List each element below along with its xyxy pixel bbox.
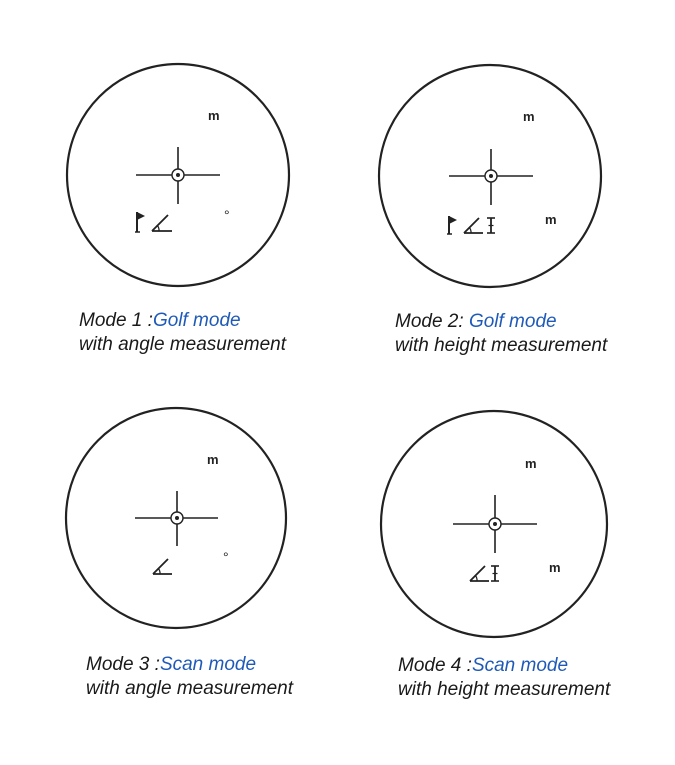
crosshair-icon — [449, 149, 533, 205]
mode-label: Mode 2: — [395, 311, 469, 332]
mode-name: Scan mode — [471, 655, 569, 676]
crosshair-icon — [136, 147, 220, 204]
mode-label: Mode 1 : — [79, 310, 153, 331]
mode-1-scope-display: m ° — [65, 62, 291, 288]
height-icon — [487, 217, 495, 234]
height-icon — [491, 565, 499, 582]
degree-symbol: ° — [224, 207, 230, 223]
degree-symbol: ° — [223, 549, 229, 565]
mode-name: Golf mode — [152, 310, 241, 331]
unit-top-label: m — [525, 456, 537, 471]
unit-bottom-label: m — [549, 560, 561, 575]
mode-3-caption: Mode 3 :Scan mode with angle measurement — [86, 653, 293, 701]
mode-name: Scan mode — [159, 654, 257, 675]
unit-top-label: m — [207, 452, 219, 467]
mode-2-scope-display: m m — [377, 63, 603, 289]
angle-icon — [463, 217, 483, 234]
unit-top-label: m — [208, 108, 220, 123]
scope-circle — [377, 63, 603, 289]
mode-label: Mode 3 : — [86, 654, 160, 675]
mode-3-scope-display: m ° — [64, 406, 288, 630]
mode-2-caption: Mode 2: Golf mode with height measuremen… — [395, 310, 607, 358]
crosshair-icon — [135, 491, 218, 546]
flag-icon — [447, 216, 457, 235]
unit-top-label: m — [523, 109, 535, 124]
mode-description: with height measurement — [395, 335, 608, 356]
mode-1-caption: Mode 1 :Golf mode with angle measurement — [79, 309, 286, 357]
mode-4-scope-display: m m — [379, 409, 609, 639]
mode-4-caption: Mode 4 :Scan mode with height measuremen… — [398, 654, 610, 702]
mode-description: with height measurement — [398, 679, 611, 700]
scope-circle — [65, 62, 291, 288]
crosshair-icon — [453, 495, 537, 553]
mode-description: with angle measurement — [79, 334, 286, 355]
angle-icon — [152, 558, 172, 575]
flag-icon — [135, 212, 145, 233]
mode-description: with angle measurement — [86, 678, 293, 699]
angle-icon — [469, 565, 489, 582]
scope-circle — [379, 409, 609, 639]
unit-bottom-label: m — [545, 212, 557, 227]
angle-icon — [151, 214, 172, 232]
scope-circle — [64, 406, 288, 630]
mode-label: Mode 4 : — [398, 655, 472, 676]
mode-name: Golf mode — [468, 311, 557, 332]
